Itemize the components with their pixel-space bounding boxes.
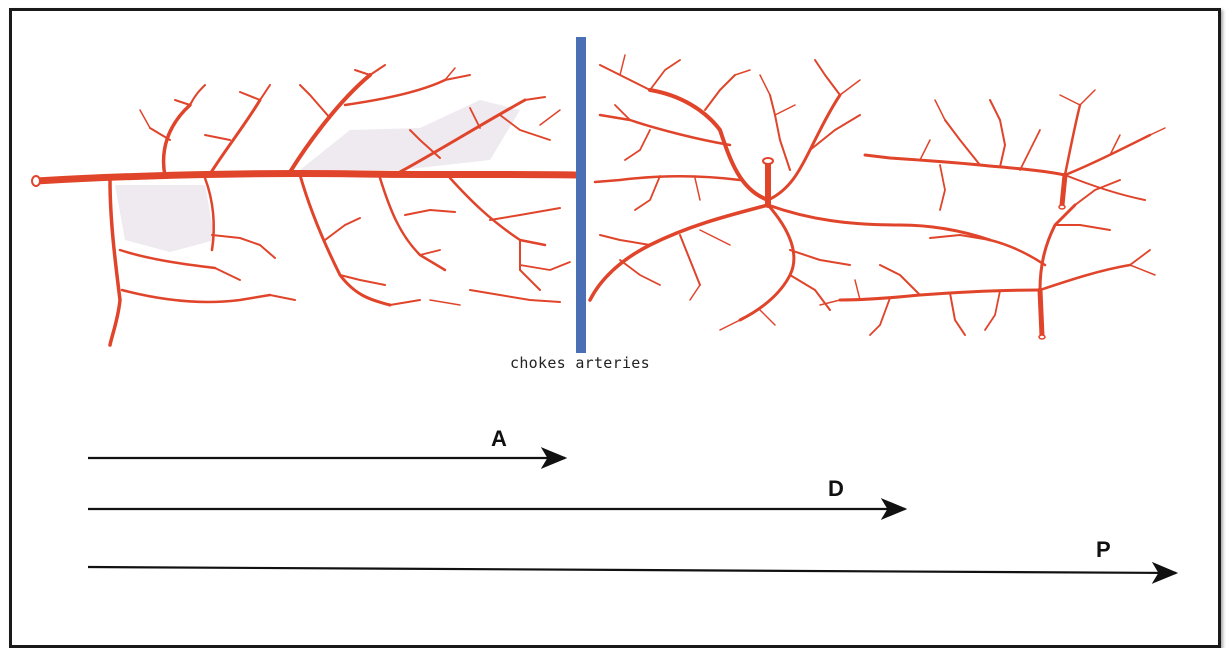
vascular-territory-diagram [0,0,1232,630]
arrow-p [88,567,1176,573]
right-artery-tree [590,55,1165,339]
choke-arteries-caption: chokes arteries [510,354,650,372]
choke-vessel-line [576,37,586,353]
arrow-label-d: D [828,476,844,502]
arrow-label-p: P [1096,537,1111,563]
arrow-label-a: A [491,426,507,452]
